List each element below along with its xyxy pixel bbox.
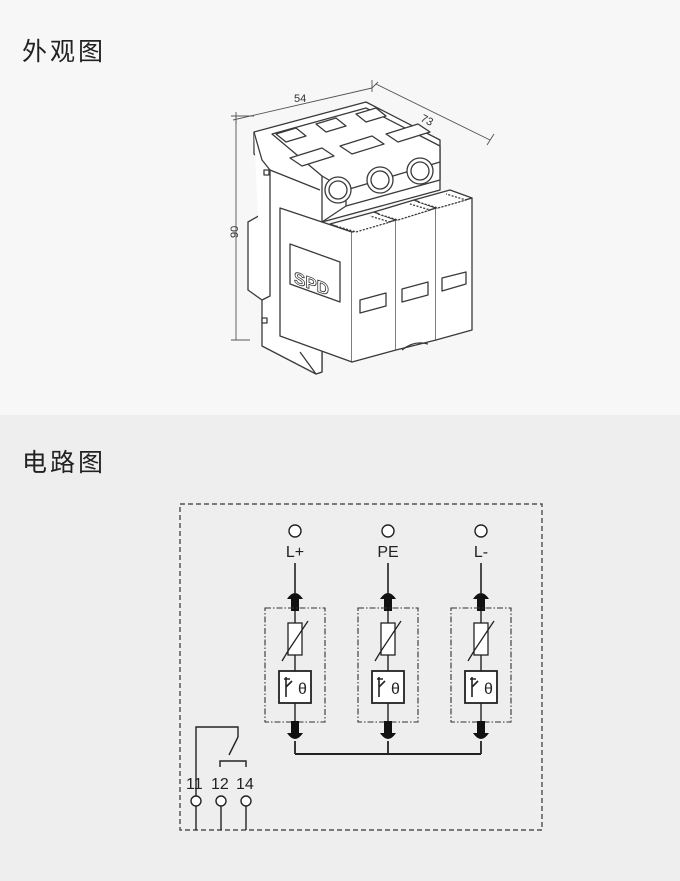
fuse-top-l-plus — [291, 599, 299, 611]
fuse-top-l-minus — [477, 599, 485, 611]
terminal-label-l-plus: L+ — [286, 544, 304, 561]
appearance-section: 外观图 54 73 90 — [0, 0, 680, 415]
fuse-top-pe — [384, 599, 392, 611]
spd-device-drawing: 54 73 90 — [229, 80, 495, 375]
theta-symbol-pe: θ — [391, 681, 400, 698]
contact-label-11: 11 — [186, 776, 203, 793]
circuit-section: 电路图 L+ θ PE θ L-θ 11 12 14 — [0, 415, 680, 881]
fuse-bottom-l-minus — [477, 721, 485, 733]
plug-modules — [279, 189, 473, 363]
varistor-slash-l-minus — [467, 620, 495, 662]
fuse-bottom-l-plus — [291, 721, 299, 733]
connector-top-l-minus — [473, 593, 489, 599]
contact-11-terminal — [190, 795, 202, 807]
terminal-block — [271, 107, 441, 223]
theta-symbol-l-minus: θ — [484, 681, 493, 698]
contact-14-terminal — [240, 795, 252, 807]
switch-symbol-pe — [377, 677, 386, 697]
terminal-l-minus — [474, 524, 488, 538]
enclosure-frame — [179, 503, 543, 831]
aux-contact — [190, 726, 252, 830]
dim-height: 90 — [229, 226, 241, 238]
varistor-slash-l-plus — [281, 620, 309, 662]
dim-width: 54 — [294, 93, 306, 105]
connector-bottom-l-plus — [287, 733, 303, 739]
theta-symbol-l-plus: θ — [298, 681, 307, 698]
switch-symbol-l-minus — [470, 677, 479, 697]
switch-symbol-l-plus — [284, 677, 293, 697]
terminal-label-l-minus: L- — [474, 544, 488, 561]
thermal-disconnector-l-minus — [464, 670, 498, 704]
connector-top-l-plus — [287, 593, 303, 599]
dim-depth: 73 — [419, 113, 435, 129]
appearance-title: 外观图 — [22, 37, 107, 66]
varistor-slash-pe — [374, 620, 402, 662]
contact-label-12: 12 — [211, 776, 229, 793]
dimension-lines — [231, 80, 495, 341]
varistor-pe — [380, 622, 396, 656]
connector-top-pe — [380, 593, 396, 599]
thermal-disconnector-pe — [371, 670, 405, 704]
contact-12-terminal — [215, 795, 227, 807]
varistor-l-minus — [473, 622, 489, 656]
circuit-title: 电路图 — [22, 448, 107, 477]
fuse-bottom-pe — [384, 721, 392, 733]
terminal-label-pe: PE — [377, 544, 398, 561]
contact-label-14: 14 — [236, 776, 254, 793]
terminal-l-plus — [288, 524, 302, 538]
circuit-diagram: L+ θ PE θ L-θ 11 12 14 — [179, 503, 543, 831]
connector-bottom-pe — [380, 733, 396, 739]
terminal-pe — [381, 524, 395, 538]
varistor-l-plus — [287, 622, 303, 656]
connector-bottom-l-minus — [473, 733, 489, 739]
